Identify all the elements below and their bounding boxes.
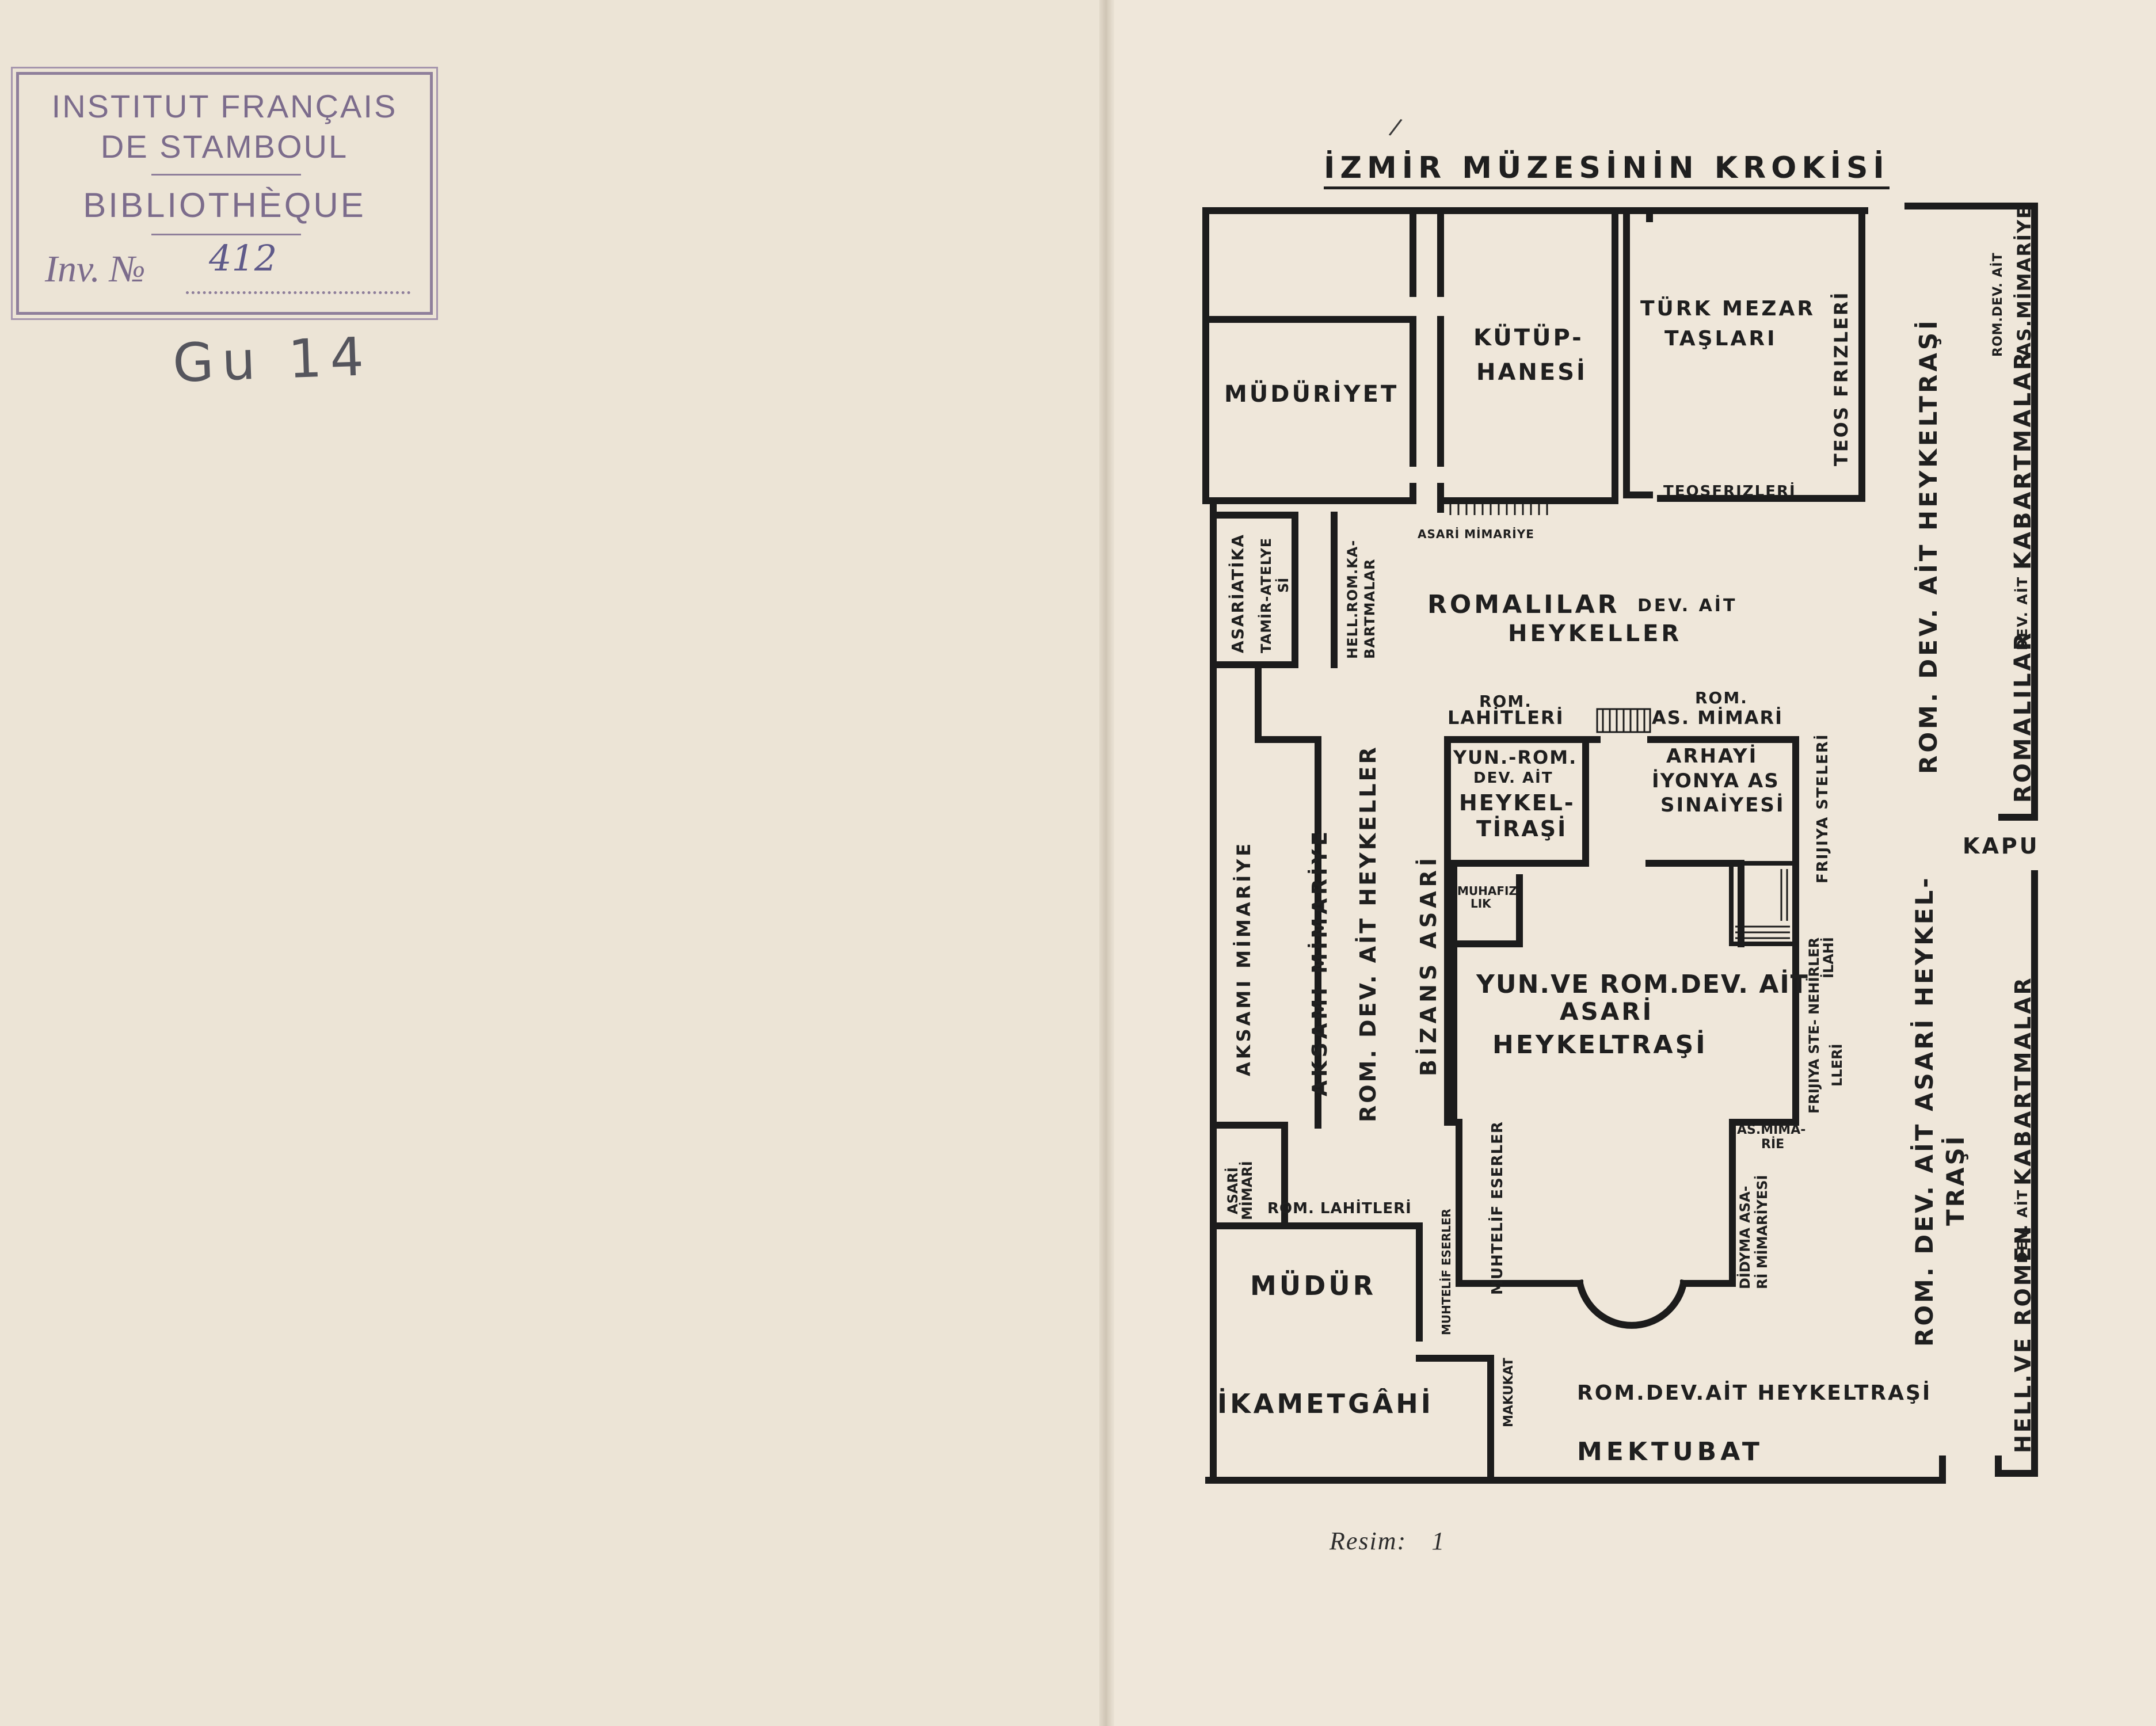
room-label-as-mimariye-1: AS.MİMA- — [1737, 1122, 1805, 1137]
room-label-mektubat: MEKTUBAT — [1577, 1437, 1763, 1466]
room-label-ikametgahi: İKAMETGÂHİ — [1217, 1388, 1434, 1419]
room-label-heykeller: HEYKELLER — [1508, 620, 1682, 647]
room-label-yun-rom-2: DEV. AİT — [1473, 768, 1553, 787]
plan-walls — [1202, 203, 2038, 1484]
room-label-rom-dev-heykeller: ROM. DEV. AİT HEYKELLER — [1355, 745, 1381, 1122]
stair-hatching — [1449, 502, 1790, 939]
figure-caption: Resim: 1 — [1330, 1526, 1445, 1556]
caption-number: 1 — [1431, 1527, 1446, 1555]
room-label-muhtelif-eserler-2: MUHTELİF ESERLER — [1439, 1209, 1453, 1335]
stamp-line-institut: INSTITUT FRANÇAIS — [51, 88, 398, 124]
plan-labels: MÜDÜRİYET KÜTÜP- HANESİ TÜRK MEZAR TAŞLA… — [1217, 205, 2040, 1466]
room-label-arhayi-3: SINAİYESİ — [1660, 793, 1785, 817]
room-label-asari-mimari-1: ASARİ — [1224, 1167, 1241, 1214]
map-title: İZMİR MÜZESİNİN KROKİSİ — [1324, 151, 1890, 189]
room-label-rom-dev-asari-1: ROM. DEV. AİT ASARİ HEYKEL- — [1910, 875, 1938, 1347]
room-label-asariatika: ASARİATİKA — [1228, 534, 1247, 653]
stamp-dotted-line — [186, 291, 410, 294]
right-page — [1110, 0, 2156, 1726]
room-label-rom-lahitleri-2: LAHİTLERİ — [1448, 707, 1564, 729]
room-label-center-3: HEYKELTRAŞİ — [1492, 1029, 1708, 1060]
room-label-bizans-asari: BİZANS ASARİ — [1416, 854, 1441, 1076]
room-label-yun-rom-3: HEYKEL- — [1459, 790, 1575, 816]
room-label-rom-lahitleri-1: ROM. — [1479, 692, 1532, 711]
room-label-hell-romen-dev: DEV. AİT — [2014, 1189, 2031, 1263]
stamp-inv-number: 412 — [209, 237, 277, 279]
room-label-center-2: ASARİ — [1560, 997, 1654, 1026]
room-label-yun-rom-4: TİRAŞİ — [1476, 816, 1567, 841]
room-label-tamir-atelye-2: Sİ — [1275, 578, 1292, 593]
room-label-romalilar-kabartmalar-2: KABARTMALAR — [2010, 350, 2036, 570]
room-label-teos-frizleri-horizontal: TEOSFRIZLERİ — [1663, 482, 1796, 500]
room-label-mudurriyet: MÜDÜRİYET — [1224, 380, 1399, 407]
stamp-divider — [151, 174, 301, 176]
stamp-line-stamboul: DE STAMBOUL — [100, 128, 349, 165]
room-label-turk-mezar-2: TAŞLARI — [1664, 327, 1777, 350]
room-label-muhafizlik-1: MUHAFIZ — [1457, 884, 1517, 898]
room-label-didyma-2: Rİ MİMARİYESİ — [1754, 1175, 1770, 1289]
room-label-romalilar-kabartmalar-1: ROMALILAR — [2010, 631, 2036, 803]
room-label-asari-mimariye: ASARİ MİMARİYE — [1418, 527, 1534, 541]
room-label-rom-dev-heykeltrasi-bottom: ROM.DEV.AİT HEYKELTRAŞİ — [1577, 1381, 1932, 1405]
room-label-mudur: MÜDÜR — [1250, 1270, 1376, 1301]
room-label-center-1: YUN.VE ROM.DEV. AİT — [1476, 969, 1809, 999]
room-label-rom-as-mimari-1: ROM. — [1695, 688, 1748, 707]
room-label-muhafizlik-2: LIK — [1471, 897, 1492, 910]
stamp-divider — [151, 234, 301, 235]
room-label-didyma-1: DİDYMA ASA- — [1736, 1186, 1753, 1289]
room-label-turk-mezar-1: TÜRK MEZAR — [1640, 296, 1815, 321]
room-label-arhayi-2: İYONYA AS — [1652, 769, 1780, 792]
room-label-asari-mimari-2: MİMARİ — [1239, 1161, 1255, 1220]
left-page — [0, 0, 1104, 1726]
room-label-kutuphanesi-2: HANESİ — [1476, 358, 1587, 386]
room-label-yun-rom-1: YUN.-ROM. — [1453, 746, 1577, 768]
room-label-as-mimariye-right: AS.MİMARİYE — [2013, 205, 2035, 357]
room-label-as-mimariye-2: RİE — [1761, 1137, 1784, 1152]
room-label-hell-romen-2: KABARTMALAR — [2010, 976, 2036, 1186]
entrance-label-kapu: KAPU — [1963, 833, 2040, 859]
room-label-hell-rom-1: HELL.ROM.KA- — [1344, 540, 1361, 659]
library-stamp: INSTITUT FRANÇAIS DE STAMBOUL BIBLIOTHÈQ… — [11, 67, 438, 320]
stamp-line-bibliotheque: BIBLIOTHÈQUE — [83, 186, 366, 224]
room-label-frijiya-nehirler-3: LLERİ — [1829, 1044, 1845, 1087]
room-label-arhayi-1: ARHAYİ — [1666, 744, 1758, 768]
room-label-rom-dev-asari-2: TRAŞİ — [1941, 1134, 1970, 1226]
room-label-rom-lahitleri-left: ROM. LAHİTLERİ — [1267, 1199, 1412, 1217]
room-label-aksami-1: AKSAMI MİMARİYE — [1233, 841, 1255, 1076]
room-label-teos-frizleri-vertical: TEOS FRIZLERİ — [1830, 291, 1852, 466]
room-label-frijiya-steleri: FRIJIYA STELERİ — [1813, 733, 1831, 883]
stamp-inv-label: Inv. № — [45, 248, 146, 290]
room-label-hell-rom-2: BARTMALAR — [1362, 559, 1378, 659]
room-label-makukat: MAKUKAT — [1502, 1358, 1516, 1427]
room-label-romalilar-kabartmalar-dev: DEV. AİT — [2014, 576, 2031, 650]
book-gutter — [1099, 0, 1114, 1726]
room-label-romalilar-dev: DEV. AİT — [1637, 595, 1737, 616]
room-label-aksami-2: AKSAMI MİMARİYE — [1308, 828, 1332, 1096]
room-label-rom-dev-ait-small: ROM.DEV. AİT — [1990, 252, 2005, 357]
room-label-frijiya-nehirler-1: FRIJIYA STE- NEHİRLER — [1805, 938, 1822, 1114]
room-label-rom-dev-heykeltrasi-right: ROM. DEV. AİT HEYKELTRAŞİ — [1914, 318, 1942, 774]
room-label-kutuphanesi-1: KÜTÜP- — [1473, 323, 1584, 351]
room-label-hell-romen-1: HELL.VE ROMEN — [2010, 1224, 2036, 1453]
room-label-tamir-atelye-1: TAMİR-ATELYE — [1258, 538, 1274, 653]
room-label-muhtelif-eserler-1: MUHTELİF ESERLER — [1488, 1121, 1506, 1295]
room-label-frijiya-nehirler-2: İLAHİ — [1820, 937, 1837, 978]
caption-label: Resim: — [1330, 1527, 1407, 1555]
room-label-rom-as-mimari-2: AS. MİMARİ — [1652, 707, 1783, 729]
room-label-romalilar: ROMALILAR — [1427, 590, 1620, 619]
